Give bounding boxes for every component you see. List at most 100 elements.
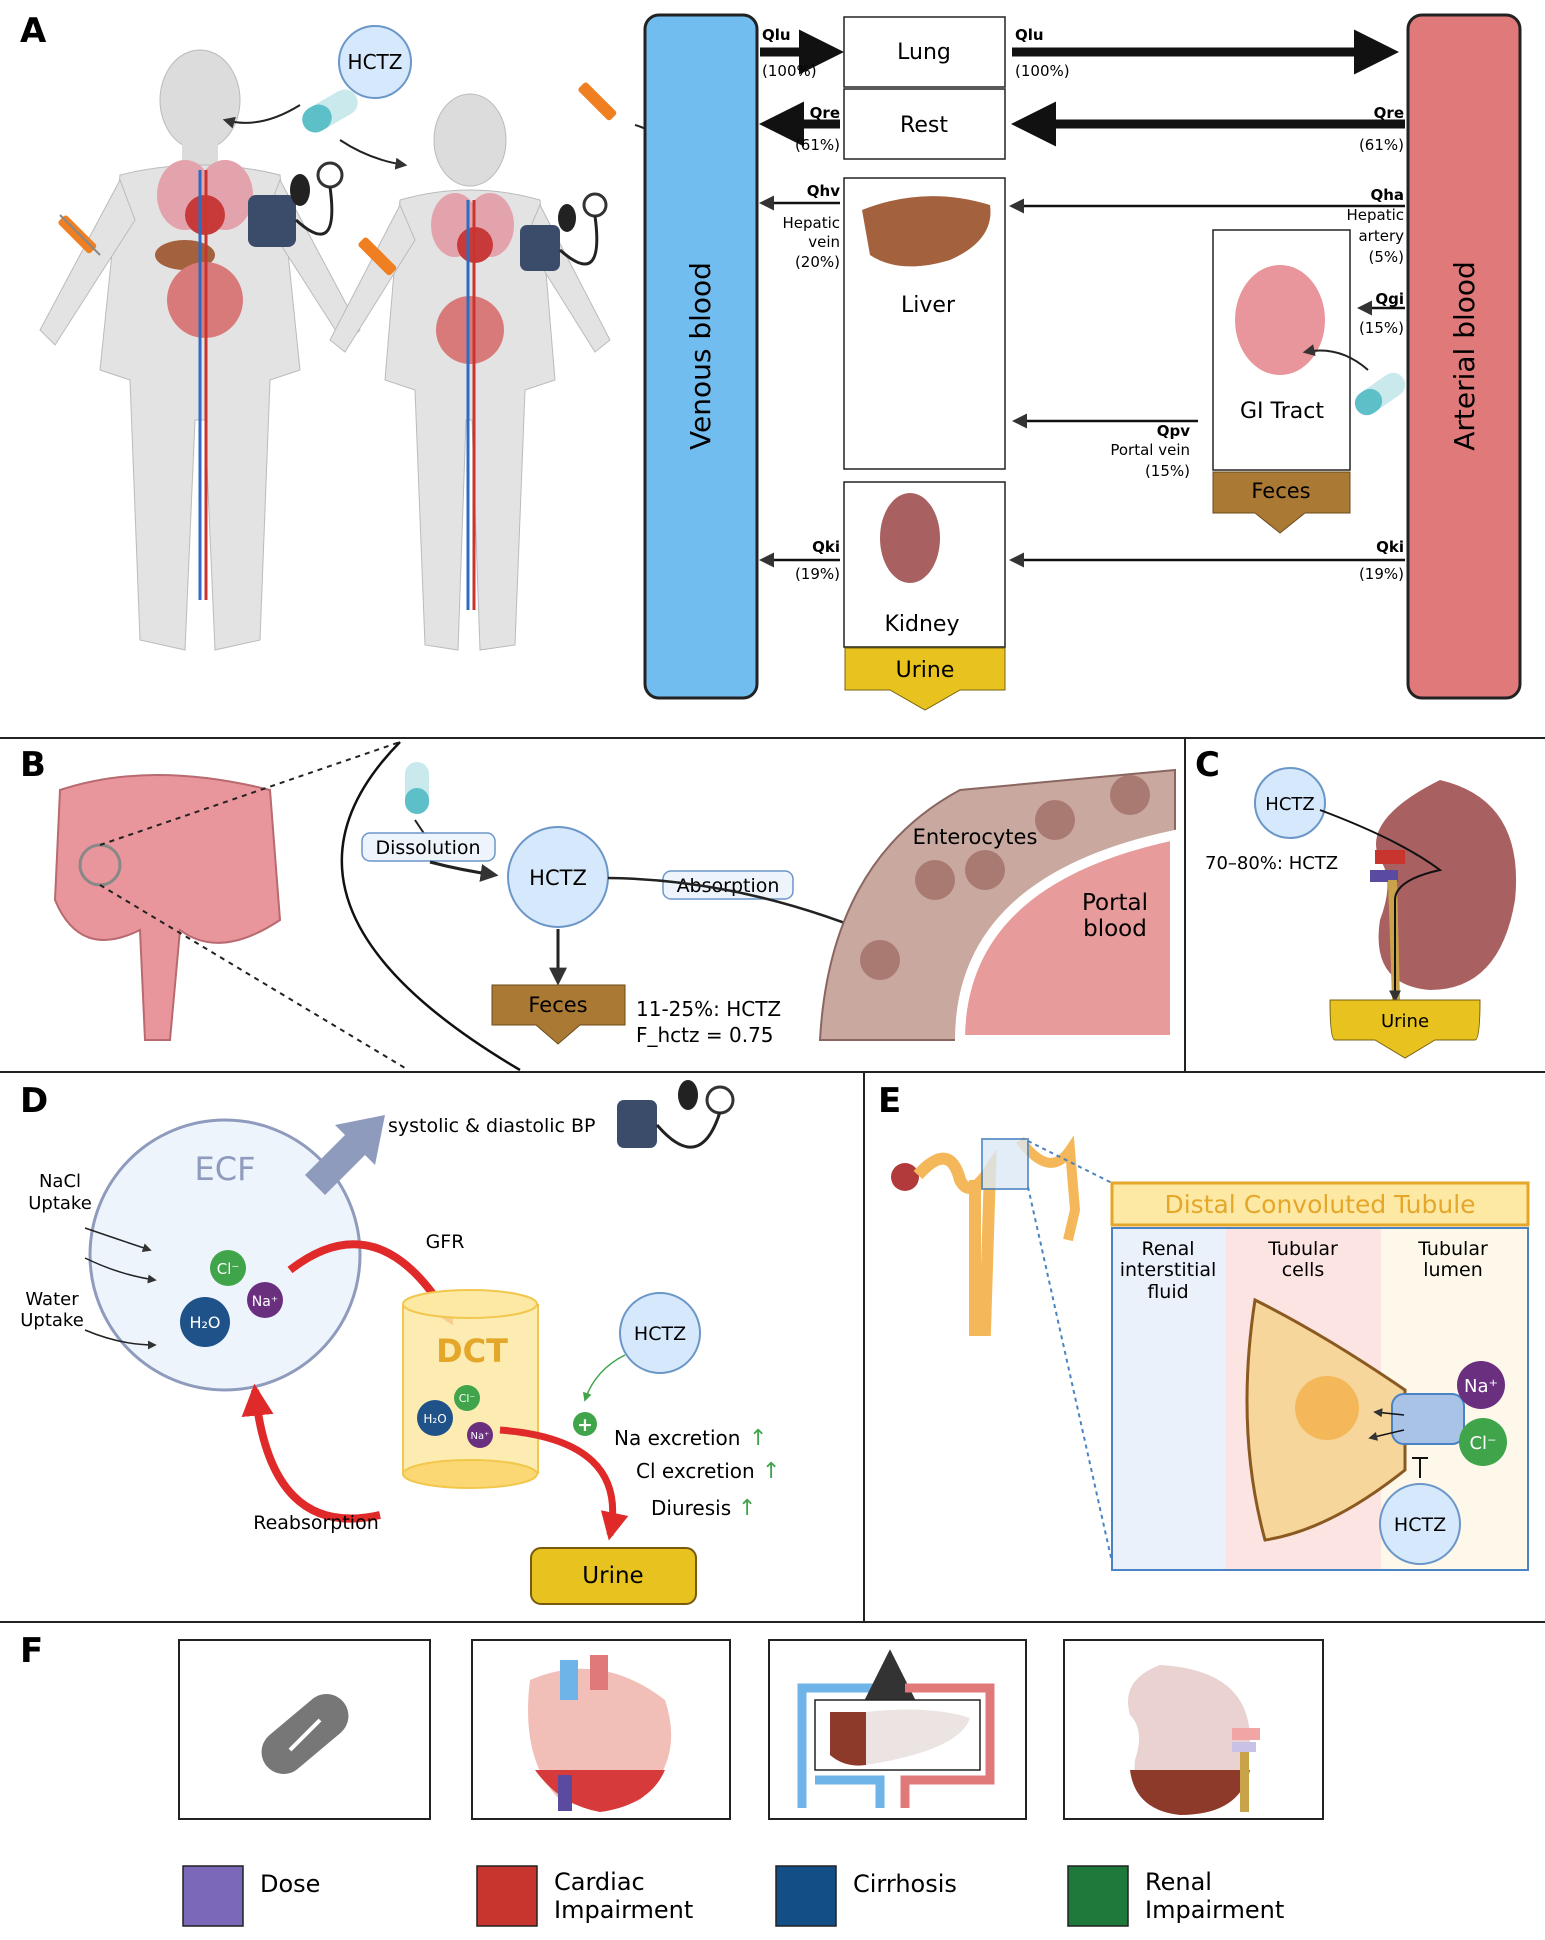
- diuresis-label: Diuresis: [651, 1496, 731, 1520]
- rest-label: Rest: [900, 113, 948, 138]
- feces-label: Feces: [528, 993, 587, 1017]
- syringe-icon: [358, 237, 397, 276]
- pill-icon: [302, 89, 358, 133]
- panel-b: B Dissolution HCTZ Absorption Feces 11-2…: [20, 741, 1180, 1072]
- flow-label: (19%): [1359, 565, 1404, 583]
- legend-swatch: [1067, 1865, 1129, 1927]
- heart-icon: [528, 1655, 672, 1812]
- venous-blood-label: Venous blood: [684, 262, 717, 450]
- pill-icon: [261, 1694, 349, 1774]
- portal-blood-label: blood: [1083, 916, 1147, 942]
- panel-c-letter: C: [1195, 745, 1220, 785]
- legend-swatch: [476, 1865, 538, 1927]
- hctz-label: HCTZ: [348, 50, 403, 74]
- flow-label: (100%): [1015, 62, 1070, 80]
- legend-label: Impairment: [554, 1896, 693, 1924]
- hctz-label: HCTZ: [529, 866, 587, 890]
- column-label: Renal: [1141, 1238, 1194, 1260]
- water-label: H₂O: [423, 1412, 446, 1426]
- flow-label: Hepatic: [782, 214, 840, 232]
- column-label: Tubular: [1267, 1238, 1338, 1260]
- arterial-blood-label: Arterial blood: [1448, 261, 1481, 451]
- zoom-box: [981, 1138, 1029, 1190]
- portal-blood-label: Portal: [1082, 890, 1148, 916]
- pill-icon: [1354, 372, 1406, 416]
- interstitial-column: [1113, 1229, 1226, 1569]
- ecf-label: ECF: [195, 1150, 256, 1188]
- dissolution-pill: [361, 832, 496, 862]
- feces-box: [491, 984, 626, 1045]
- hctz-bubble: [338, 25, 412, 99]
- up-arrow-icon: ↑: [762, 1459, 780, 1484]
- kidney-label: Kidney: [884, 612, 959, 637]
- panel-dividers: [0, 737, 1545, 1623]
- flow-label: (5%): [1368, 248, 1404, 266]
- flow-label: (20%): [795, 253, 840, 271]
- sodium-ion: [1457, 1361, 1505, 1409]
- plus-icon: [573, 1412, 597, 1436]
- bp-cuff-icon: [248, 161, 344, 247]
- panel-a-letter: A: [20, 11, 47, 51]
- enterocytes-label: Enterocytes: [913, 825, 1038, 849]
- flow-label: Qhv: [807, 182, 840, 200]
- up-arrow-icon: ↑: [738, 1496, 756, 1521]
- flow-label: Qpv: [1157, 422, 1190, 440]
- sodium-label: Na⁺: [252, 1294, 278, 1310]
- hctz-bubble: [1254, 767, 1326, 839]
- fraction-label: 11-25%: HCTZ: [636, 997, 781, 1021]
- chloride-ion: [1459, 1418, 1507, 1466]
- flow-arrows: [759, 29, 1405, 568]
- cl-excretion-label: Cl excretion: [636, 1459, 755, 1483]
- urine-label: Urine: [582, 1563, 643, 1589]
- male-body-illustration: [39, 49, 361, 651]
- legend-swatch: [775, 1865, 837, 1927]
- flow-label: vein: [808, 233, 840, 251]
- sodium-label: Na⁺: [1464, 1376, 1498, 1397]
- kidney-icon: [1376, 780, 1517, 990]
- hctz-label: HCTZ: [634, 1323, 686, 1345]
- urine-box: [530, 1547, 697, 1605]
- fraction-label: 70–80%: HCTZ: [1205, 853, 1338, 874]
- flow-label: (100%): [762, 62, 817, 80]
- liver-circulation-icon: [797, 1649, 995, 1808]
- feces-box: [1212, 471, 1351, 534]
- absorption-pill: [662, 870, 794, 900]
- kidney-icon: [880, 493, 940, 583]
- lung-box: [843, 16, 1006, 88]
- gi-tract-label: GI Tract: [1240, 399, 1324, 424]
- column-label: interstitial: [1120, 1259, 1217, 1281]
- flow-label: (61%): [795, 136, 840, 154]
- water-uptake-label: Water: [25, 1289, 79, 1310]
- sodium-label: Na⁺: [471, 1431, 490, 1442]
- flow-label: artery: [1358, 227, 1404, 245]
- column-label: cells: [1282, 1259, 1325, 1281]
- panel-e-letter: E: [878, 1081, 901, 1121]
- flow-label: Qgi: [1375, 290, 1404, 308]
- panel-e: E Distal Convoluted Tubule Renal interst…: [878, 1081, 1530, 1571]
- flow-label: Portal vein: [1110, 441, 1190, 459]
- up-arrow-icon: ↑: [749, 1426, 767, 1451]
- syringe-icon: [58, 214, 101, 256]
- arterial-blood-bar: [1406, 13, 1522, 700]
- flow-label: (19%): [795, 565, 840, 583]
- chloride-ion: [210, 1250, 246, 1286]
- plus-label: +: [577, 1414, 593, 1436]
- liver-label: Liver: [901, 293, 956, 318]
- bp-label: systolic & diastolic BP: [388, 1115, 596, 1137]
- dissolution-label: Dissolution: [375, 837, 480, 859]
- pill-icon: [405, 762, 429, 814]
- water-label: H₂O: [189, 1313, 220, 1332]
- enterocytes-illustration: [818, 768, 1180, 1045]
- water-molecule: [180, 1297, 230, 1347]
- flow-label: Hepatic: [1346, 206, 1404, 224]
- na-excretion-label: Na excretion: [614, 1426, 740, 1450]
- panel-a: A: [20, 11, 1522, 711]
- flow-label: Qlu: [762, 26, 791, 44]
- panel-d-letter: D: [20, 1081, 48, 1121]
- column-label: lumen: [1423, 1259, 1483, 1281]
- urine-box: [1329, 999, 1481, 1059]
- legend-label: Cardiac: [554, 1868, 645, 1896]
- dct-title: Distal Convoluted Tubule: [1164, 1190, 1475, 1219]
- syringe-icon: [578, 82, 617, 121]
